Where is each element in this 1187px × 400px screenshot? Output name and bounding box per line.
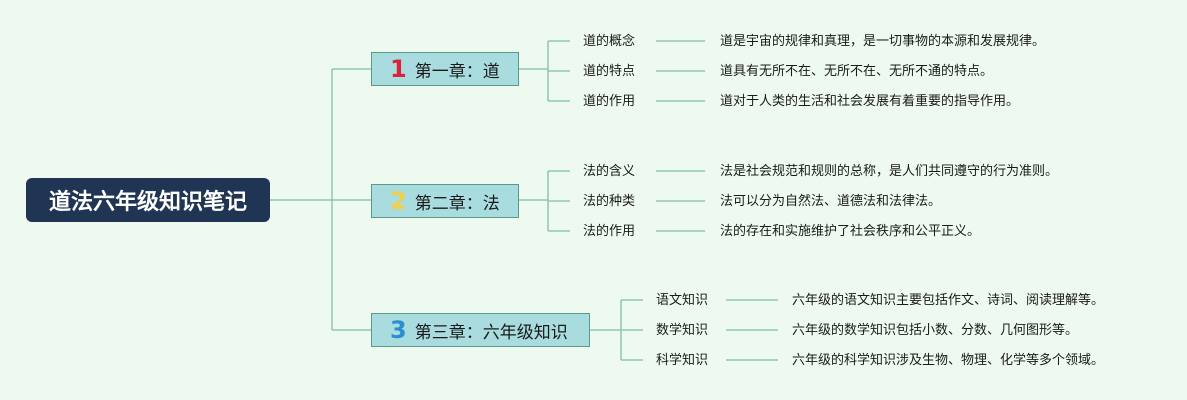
item-description: 法是社会规范和规则的总称，是人们共同遵守的行为准则。 xyxy=(720,164,1059,179)
item-label: 科学知识 xyxy=(656,353,709,368)
item-description: 道是宇宙的规律和真理，是一切事物的本源和发展规律。 xyxy=(720,34,1046,49)
item-label: 法的含义 xyxy=(583,164,636,179)
chapter-node-2: 2 第二章：法 xyxy=(371,184,519,218)
item-label: 语文知识 xyxy=(656,293,709,308)
item-label: 道的概念 xyxy=(583,34,636,49)
chapter-node-1: 1 第一章：道 xyxy=(371,52,519,86)
item-description: 法可以分为自然法、道德法和法律法。 xyxy=(720,194,942,209)
chapter-node-3: 3 第三章：六年级知识 xyxy=(371,313,590,347)
chapter-number-2: 2 xyxy=(390,187,407,215)
root-title: 道法六年级知识笔记 xyxy=(48,190,247,215)
item-label: 道的特点 xyxy=(583,64,636,79)
chapter-title-2: 第二章：法 xyxy=(414,193,500,214)
item-label: 法的种类 xyxy=(583,194,636,209)
item-description: 道对于人类的生活和社会发展有着重要的指导作用。 xyxy=(720,94,1020,109)
item-description: 六年级的科学知识涉及生物、物理、化学等多个领域。 xyxy=(792,353,1105,368)
item-description: 六年级的语文知识主要包括作文、诗词、阅读理解等。 xyxy=(792,293,1105,308)
chapter-number-1: 1 xyxy=(390,55,407,83)
chapter-number-3: 3 xyxy=(390,316,407,344)
item-label: 数学知识 xyxy=(656,323,709,338)
chapter-title-3: 第三章：六年级知识 xyxy=(414,322,568,343)
item-description: 六年级的数学知识包括小数、分数、几何图形等。 xyxy=(792,323,1079,338)
root-node: 道法六年级知识笔记 xyxy=(26,178,270,222)
item-description: 道具有无所不在、无所不在、无所不通的特点。 xyxy=(720,64,994,79)
item-label: 法的作用 xyxy=(583,224,636,239)
item-label: 道的作用 xyxy=(583,94,636,109)
item-description: 法的存在和实施维护了社会秩序和公平正义。 xyxy=(720,224,981,239)
chapter-title-1: 第一章：道 xyxy=(414,61,500,82)
